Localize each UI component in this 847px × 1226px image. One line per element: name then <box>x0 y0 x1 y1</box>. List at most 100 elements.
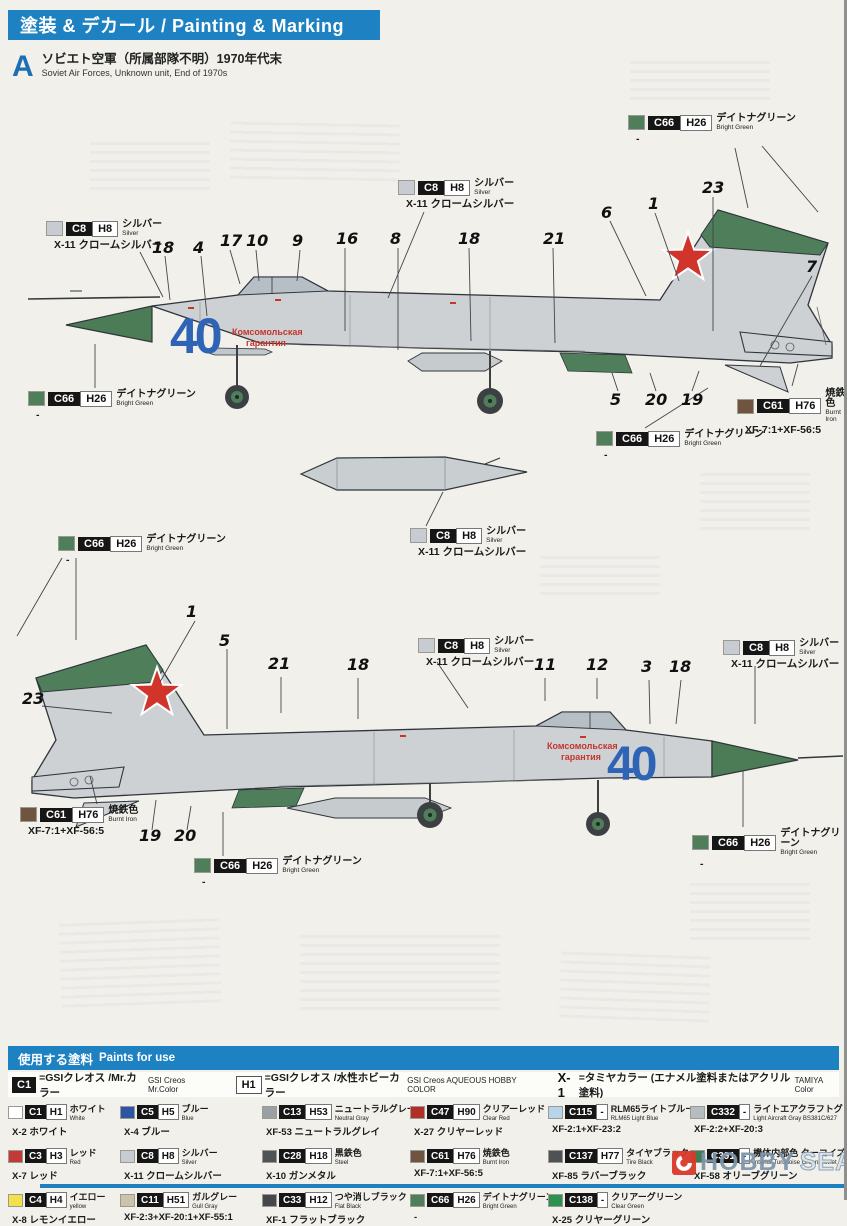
paint-swatch <box>692 835 709 851</box>
red-star-decal <box>129 663 185 717</box>
print-bleed-ghost <box>90 140 210 190</box>
hobby-search-watermark: HOBBY SEARCH <box>672 1148 847 1177</box>
print-bleed-ghost <box>300 930 500 1010</box>
radome-green <box>711 740 799 778</box>
paint-swatch <box>28 391 45 407</box>
scheme-title-jp: ソビエト空軍（所属部隊不明）1970年代末 <box>41 52 282 66</box>
bort-number: 40 <box>607 738 656 791</box>
scheme-heading: A ソビエト空軍（所属部隊不明）1970年代末 Soviet Air Force… <box>12 52 282 82</box>
part-number-marker: 18 <box>152 238 175 257</box>
paint-item: C391-機体内部色 ターコイズグリーン（ソビエト）Interior Turqu… <box>690 1146 847 1182</box>
paint-legend: C1 =GSIクレオス /Mr.カラー GSI Creos Mr.Color H… <box>8 1069 839 1100</box>
slogan-line1: Комсомольская <box>232 327 303 337</box>
print-bleed-ghost <box>540 555 660 595</box>
slogan-line1: Комсомольская <box>547 741 618 751</box>
section-header-bar: 塗装 & デカール / Painting & Marking <box>8 10 380 40</box>
belly-green-patch <box>231 787 305 809</box>
part-number-marker: 21 <box>543 229 566 248</box>
part-number-marker: 19 <box>681 390 704 409</box>
part-number-marker: 23 <box>22 689 45 708</box>
part-number-marker: 3 <box>641 657 653 676</box>
print-bleed-ghost <box>630 55 770 100</box>
centerline-tank <box>286 797 453 819</box>
radome-green <box>65 305 153 343</box>
paint-item: C332-ライトエアクラフトグレーBS381C/627Light Aircraf… <box>690 1102 847 1138</box>
part-number-marker: 17 <box>220 231 243 250</box>
paints-section-header: 使用する塗料 Paints for use <box>8 1046 839 1070</box>
paint-swatch <box>596 431 613 447</box>
paint-swatch <box>120 1193 135 1207</box>
part-number-marker: 10 <box>246 231 269 250</box>
missile-pylon <box>203 347 274 356</box>
legend-chip-h: H1 <box>235 1075 262 1094</box>
aircraft-side-view-left: Комсомольская гарантия 40 <box>31 644 844 836</box>
paint-swatch <box>548 1105 563 1119</box>
part-number-marker: 18 <box>458 229 481 248</box>
part-number-marker: 23 <box>702 178 725 197</box>
part-number-marker: 7 <box>806 257 818 276</box>
scheme-letter: A <box>12 50 34 83</box>
part-number-marker: 11 <box>534 655 557 674</box>
part-number-marker: 9 <box>292 231 304 250</box>
paints-title-jp: 使用する塗料 <box>18 1052 94 1067</box>
paint-swatch <box>398 180 415 196</box>
fin-cap-green <box>700 209 829 256</box>
instruction-sheet: { "header": { "title": "塗装 & デカール / Pain… <box>8 0 847 1226</box>
paint-swatch <box>410 1193 425 1207</box>
paint-swatch <box>194 858 211 874</box>
drop-tank-view <box>299 456 528 491</box>
paint-swatch <box>46 221 63 237</box>
part-number-marker: 4 <box>193 238 205 257</box>
paint-swatch <box>628 115 645 131</box>
legend-item-tamiya: X-1 =タミヤカラー (エナメル塗料またはアクリル塗料) TAMIYA Col… <box>557 1069 823 1100</box>
paint-swatch <box>20 807 37 823</box>
paint-swatch <box>410 1105 425 1119</box>
paint-swatch <box>120 1149 135 1163</box>
canopy <box>534 711 628 731</box>
paint-swatch <box>548 1193 563 1207</box>
paint-swatch <box>120 1105 135 1119</box>
part-number-marker: 18 <box>669 657 692 676</box>
drop-tank <box>299 456 528 491</box>
paint-swatch <box>410 528 427 544</box>
part-number-marker: 21 <box>268 654 291 673</box>
paint-swatch <box>262 1193 277 1207</box>
part-number-marker: 16 <box>336 229 359 248</box>
bottom-rule <box>40 1184 844 1188</box>
paint-swatch <box>410 1149 425 1163</box>
scheme-title-en: Soviet Air Forces, Unknown unit, End of … <box>41 67 228 78</box>
print-bleed-ghost <box>700 470 810 530</box>
part-number-marker: 12 <box>586 655 609 674</box>
part-number-marker: 8 <box>390 229 402 248</box>
legend-item-aqueous: H1 =GSIクレオス /水性ホビーカラー GSI Creos AQUEOUS … <box>235 1070 532 1100</box>
part-number-marker: 1 <box>648 194 660 213</box>
part-number-marker: 18 <box>347 655 370 674</box>
paint-swatch <box>8 1193 23 1207</box>
paint-swatch <box>262 1149 277 1163</box>
pitot-tube <box>27 296 161 300</box>
paint-swatch <box>418 638 435 654</box>
print-bleed-ghost <box>558 947 712 1023</box>
paint-swatch <box>723 640 740 656</box>
